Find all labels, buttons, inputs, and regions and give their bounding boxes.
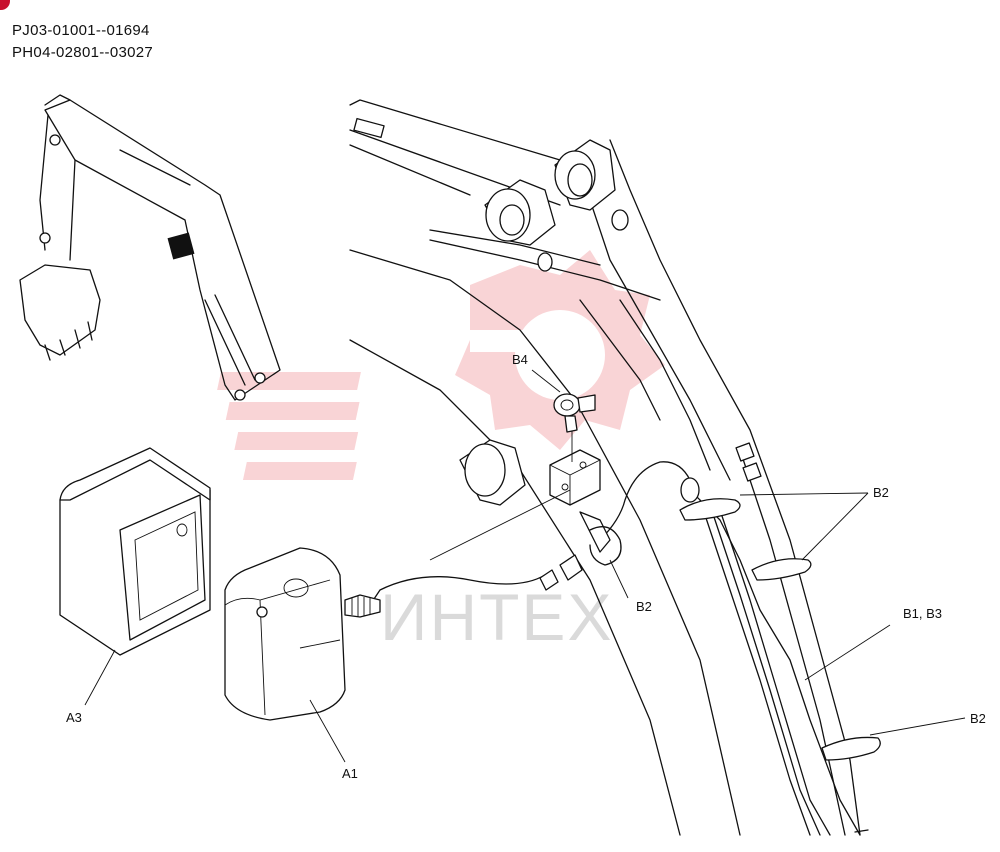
- serial-range-1: PJ03-01001--01694: [12, 22, 150, 39]
- watermark-text: ИНТЕХ: [380, 580, 613, 654]
- leader-lines: [84, 369, 966, 763]
- overview-thumbnail: [19, 94, 281, 401]
- watermark-logo: [217, 250, 665, 480]
- lamp-bracket: [549, 420, 601, 506]
- callout-b2-bottom: B2: [970, 711, 986, 726]
- callout-b2-mid: B2: [636, 599, 652, 614]
- boom-pivot-bosses: [459, 139, 616, 506]
- callout-b4: B4: [512, 352, 528, 367]
- boom-arm: [349, 99, 861, 836]
- serial-range-2: PH04-02801--03027: [12, 44, 154, 61]
- work-lamp-a1: [224, 547, 381, 721]
- connector-pieces: [539, 511, 622, 591]
- callout-b1-b3: B1, B3: [903, 606, 942, 621]
- lamp-guard-a3: [59, 447, 211, 656]
- harness-clamps-b2: [679, 477, 881, 761]
- callout-b2-top: B2: [873, 485, 889, 500]
- clip-b4: [553, 393, 596, 433]
- callout-a1: A1: [342, 766, 358, 781]
- callout-a3: A3: [66, 710, 82, 725]
- corner-marker: [0, 0, 10, 10]
- wire-harness: [369, 461, 869, 836]
- lamp-location-marker: [167, 232, 195, 260]
